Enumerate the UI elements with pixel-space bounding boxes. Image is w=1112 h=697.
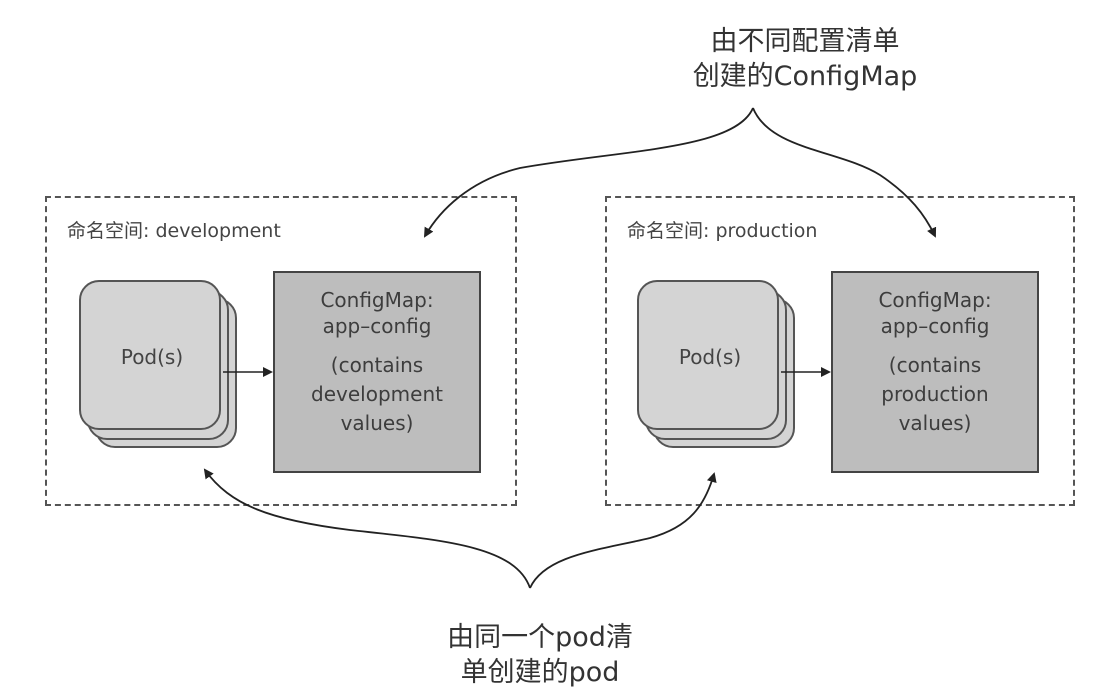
pod-label: Pod(s): [678, 345, 742, 369]
pod-caption-line2: 单创建的pod: [460, 657, 620, 688]
pod-caption-line1: 由同一个pod清: [447, 622, 633, 653]
configmap-title: ConfigMap:: [320, 288, 434, 312]
configmap-caption-line1: 由不同配置清单: [710, 26, 900, 57]
configmap-note-2: development: [311, 382, 443, 406]
configmap-origin-caption: 由不同配置清单 创建的ConfigMap: [660, 24, 950, 94]
configmap-note-2: production: [881, 382, 989, 406]
pod-card-front: Pod(s): [637, 280, 779, 430]
configmap-note-3: values): [898, 411, 972, 435]
pod-origin-arrow-right: [529, 472, 717, 589]
namespace-production: 命名空间: production: [605, 196, 1075, 506]
configmap-development: ConfigMap: app–config (contains developm…: [273, 271, 481, 473]
configmap-origin-arrow-right: [752, 107, 937, 238]
configmap-name: app–config: [880, 314, 990, 338]
configmap-note-1: (contains: [330, 353, 424, 377]
namespace-production-label: 命名空间: production: [627, 220, 818, 242]
pod-origin-arrow-left: [203, 468, 531, 589]
configmap-note-1: (contains: [888, 353, 982, 377]
configmap-name: app–config: [322, 314, 432, 338]
configmap-title: ConfigMap:: [878, 288, 992, 312]
configmap-production: ConfigMap: app–config (contains producti…: [831, 271, 1039, 473]
pod-card-front: Pod(s): [79, 280, 221, 430]
namespace-development: 命名空间: development: [45, 196, 517, 506]
configmap-caption-line2: 创建的ConfigMap: [692, 61, 918, 92]
pod-label: Pod(s): [120, 345, 184, 369]
configmap-origin-arrow-left: [423, 107, 754, 238]
configmap-note-3: values): [340, 411, 414, 435]
namespace-development-label: 命名空间: development: [67, 220, 281, 242]
pod-origin-caption: 由同一个pod清 单创建的pod: [390, 620, 690, 690]
